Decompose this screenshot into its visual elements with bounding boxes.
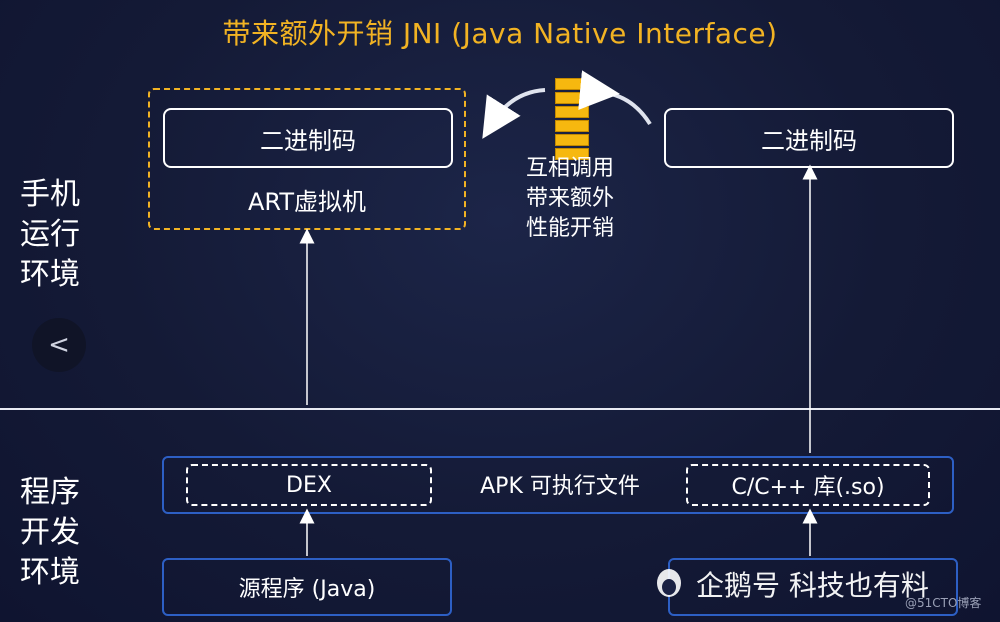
dex-box: DEX: [186, 464, 432, 506]
runtime-env-label: 手机 运行 环境: [20, 175, 80, 295]
runtime-label-line-3: 环境: [20, 257, 80, 292]
back-button[interactable]: <: [32, 318, 86, 372]
java-source-label: 源程序 (Java): [238, 577, 376, 602]
apk-box: [162, 456, 954, 514]
jni-note-line-2: 带来额外: [525, 186, 614, 211]
curved-arrow-icon: [482, 88, 546, 139]
so-library-label: C/C++ 库(.so): [731, 475, 885, 500]
java-source-box: 源程序 (Java): [162, 558, 452, 616]
native-binary-label: 二进制码: [761, 126, 857, 155]
watermark-small-text: @51CTO博客: [905, 596, 982, 610]
art-vm-label: ART虚拟机: [247, 188, 366, 216]
diagram-title: 带来额外开销 JNI (Java Native Interface): [222, 17, 778, 50]
section-divider: [0, 408, 1000, 410]
dev-env-label: 程序 开发 环境: [20, 473, 80, 593]
so-library-box: C/C++ 库(.so): [686, 464, 930, 506]
jni-note: 互相调用 带来额外 性能开销: [505, 154, 635, 244]
native-binary-box: 二进制码: [664, 108, 954, 168]
jni-note-line-3: 性能开销: [525, 216, 614, 241]
penguin-icon: [657, 569, 681, 597]
back-chevron-icon: <: [48, 330, 70, 360]
devenv-label-line-1: 程序: [20, 475, 80, 510]
dex-label: DEX: [286, 472, 332, 498]
runtime-label-line-2: 运行: [20, 217, 80, 252]
art-binary-label: 二进制码: [260, 126, 356, 155]
devenv-label-line-2: 开发: [20, 515, 80, 550]
watermark-text: 企鹅号 科技也有料: [696, 569, 929, 602]
runtime-label-line-1: 手机: [20, 177, 80, 212]
apk-label: APK 可执行文件: [480, 474, 640, 499]
curved-arrow-icon: [578, 70, 652, 126]
devenv-label-line-3: 环境: [20, 555, 80, 590]
stack-icon: [555, 78, 589, 162]
art-binary-box: 二进制码: [163, 108, 453, 168]
jni-note-line-1: 互相调用: [525, 156, 614, 181]
